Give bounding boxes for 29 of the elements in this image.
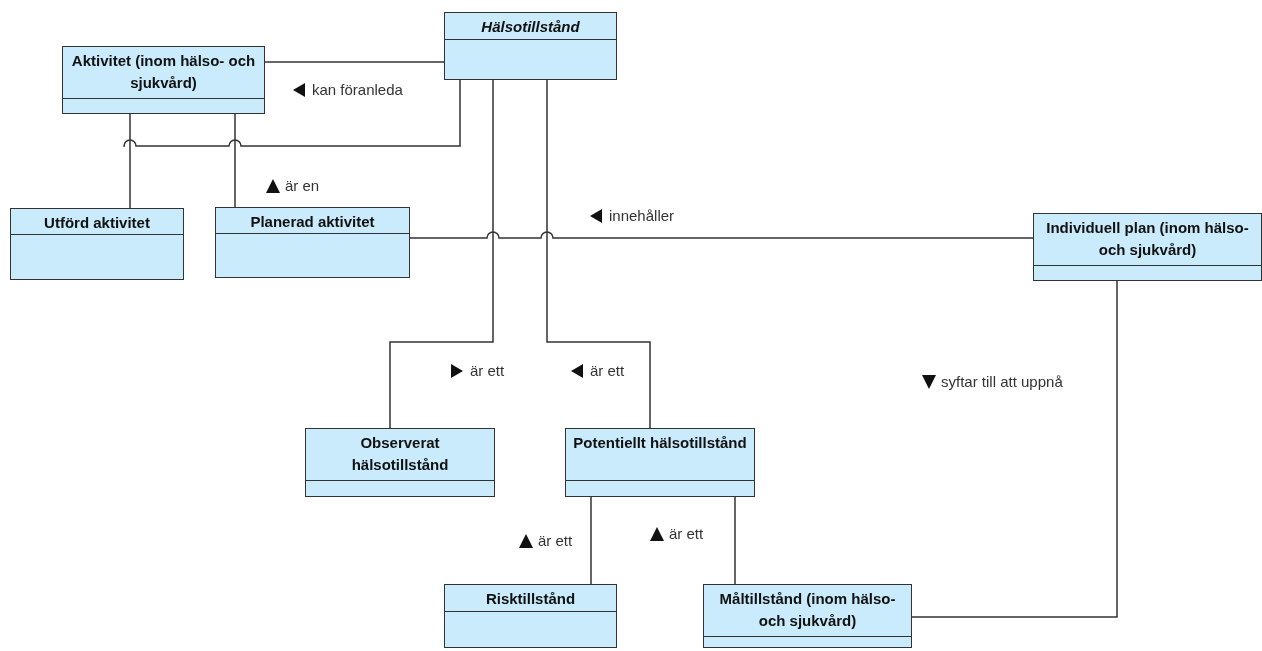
- class-name: Hälsotillstånd: [481, 18, 580, 35]
- association-line: [264, 61, 445, 63]
- class-name: Måltillstånd (inom hälso- och sjukvård): [719, 590, 896, 629]
- association-line: [234, 113, 236, 208]
- association-line: [389, 79, 494, 429]
- association-line: [129, 113, 131, 209]
- class-box: [10, 208, 184, 280]
- association-line: [590, 496, 592, 585]
- class-name: Aktivitet (inom hälso- och sjukvård): [71, 52, 256, 91]
- class-name: Individuell plan (inom hälso- och sjukvård): [1046, 219, 1249, 258]
- association-line: [911, 280, 1118, 618]
- class-box: [215, 207, 410, 278]
- class-box: [305, 428, 495, 497]
- class-name: Potentiellt hälsotillstånd: [573, 434, 747, 451]
- class-name: Utförd aktivitet: [44, 214, 150, 231]
- class-box: [444, 584, 617, 648]
- class-name: Planerad aktivitet: [250, 213, 375, 230]
- association-line: [546, 79, 651, 429]
- class-box: [565, 428, 755, 497]
- association-line: [734, 496, 736, 585]
- association-line: [123, 79, 461, 147]
- class-box: [444, 12, 617, 80]
- class-box: [62, 46, 265, 114]
- class-name: Observerat hälsotillstånd: [351, 434, 449, 473]
- class-box: [703, 584, 912, 648]
- class-box: [1033, 213, 1262, 281]
- association-line: [409, 231, 1034, 239]
- edge-label: syftar till att uppnå: [939, 373, 1065, 391]
- class-name: Risktillstånd: [485, 590, 576, 607]
